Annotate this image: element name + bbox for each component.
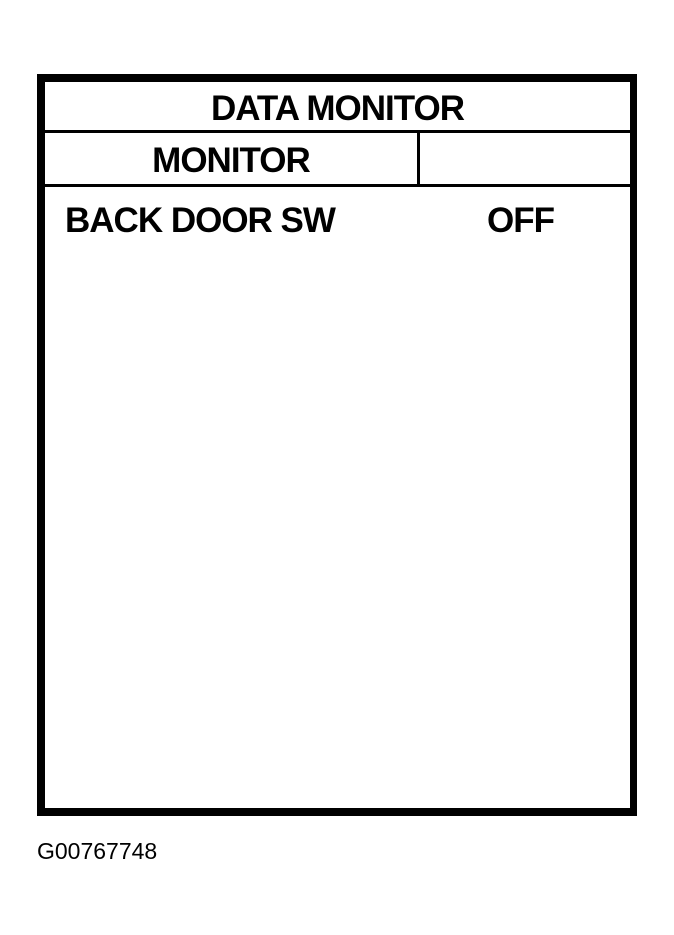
column-header-row: MONITOR — [45, 133, 630, 187]
monitor-item-name: BACK DOOR SW — [65, 201, 336, 240]
monitor-item-list: BACK DOOR SW OFF — [45, 187, 630, 808]
column-header-value — [420, 133, 630, 184]
data-monitor-screen: DATA MONITOR MONITOR BACK DOOR SW OFF — [37, 74, 637, 816]
monitor-item-value: OFF — [487, 201, 555, 240]
monitor-item-row[interactable]: BACK DOOR SW OFF — [45, 187, 630, 247]
title-bar: DATA MONITOR — [45, 82, 630, 133]
figure-id-label: G00767748 — [37, 838, 158, 864]
column-header-monitor: MONITOR — [45, 133, 420, 184]
screen-title: DATA MONITOR — [210, 88, 465, 128]
column-header-monitor-label: MONITOR — [152, 141, 311, 180]
